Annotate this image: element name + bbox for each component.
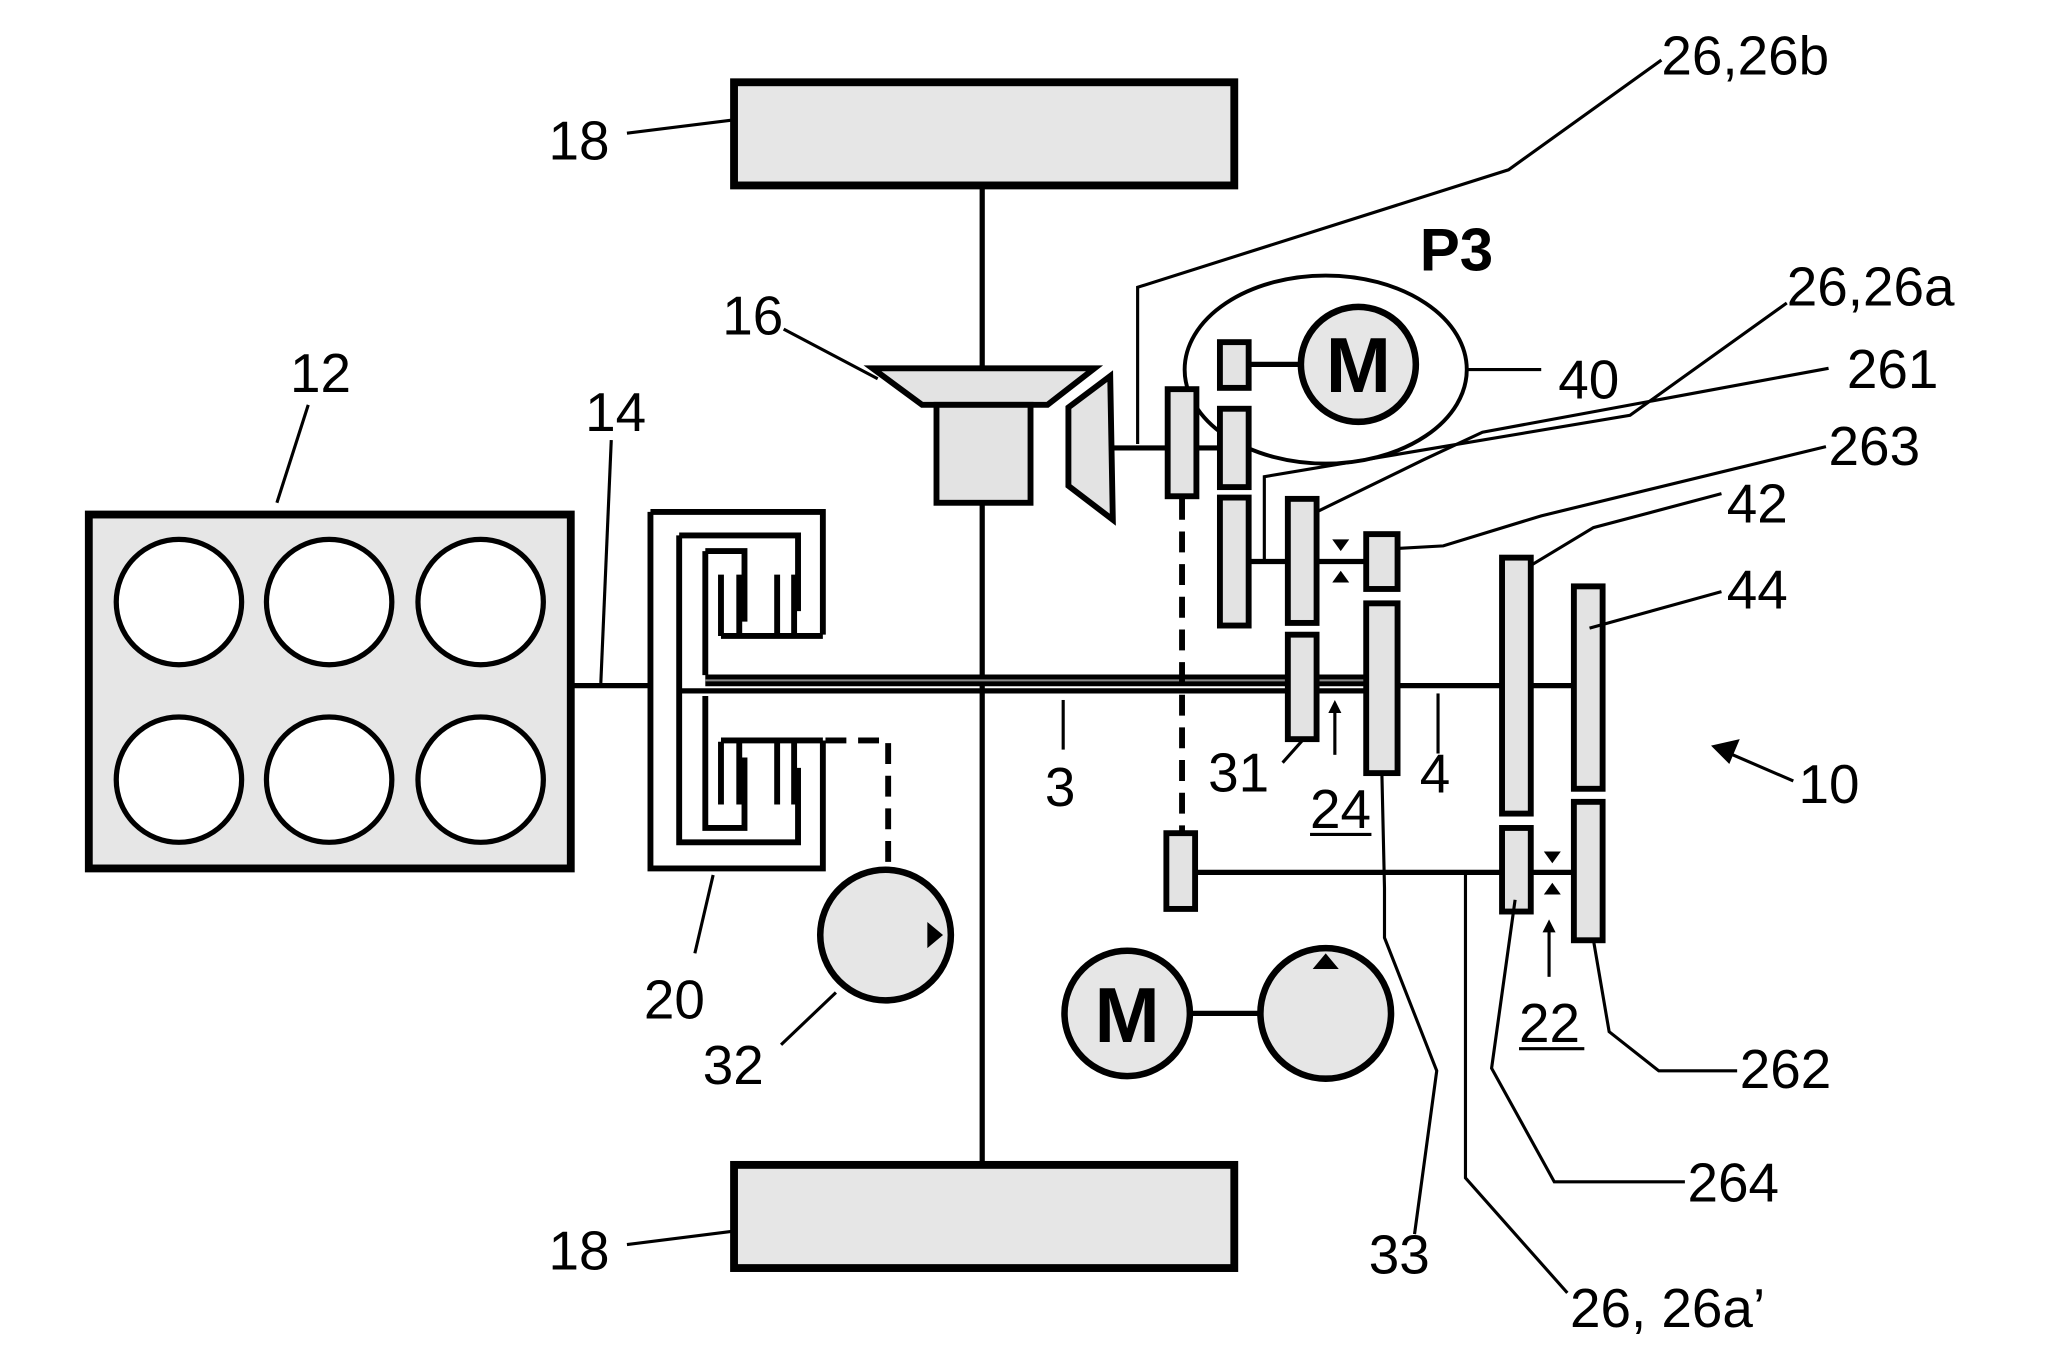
pump-32-control-line (825, 737, 892, 865)
motor-symbol: M (1095, 971, 1160, 1059)
label-26-26b: 26,26b (1661, 24, 1829, 86)
cylinder (263, 536, 395, 668)
label-261: 261 (1847, 338, 1939, 400)
arrow-icon (1711, 739, 1740, 764)
gear-26a-idler (1216, 494, 1252, 629)
cylinder (113, 714, 245, 845)
pump-32 (816, 866, 955, 1004)
pump-direction-icon (927, 921, 944, 949)
label-24: 24 (1310, 778, 1371, 840)
gear-motor-output (1216, 405, 1252, 491)
gear-31 (1284, 631, 1320, 743)
label-22: 22 (1519, 992, 1580, 1054)
label-44: 44 (1727, 559, 1788, 621)
dual-clutch (647, 508, 826, 872)
cylinder (263, 714, 395, 845)
label-26-26a: 26,26a (1787, 256, 1955, 318)
label-12: 12 (290, 342, 351, 404)
gear-42 (1499, 554, 1534, 817)
label-20: 20 (644, 969, 705, 1031)
label-14: 14 (585, 381, 646, 443)
label-10: 10 (1799, 753, 1860, 815)
gear-263 (1363, 531, 1401, 592)
motor-symbol: M (1326, 321, 1391, 409)
cylinder (415, 714, 546, 845)
label-18-top: 18 (549, 109, 610, 171)
label-26-26a-prime: 26, 26a’ (1570, 1277, 1765, 1339)
synchro-icon (1332, 570, 1350, 583)
gear-countershaft-end (1163, 830, 1199, 912)
label-42: 42 (1727, 472, 1788, 534)
synchro-icon (1543, 882, 1561, 895)
gear-33 (1363, 600, 1401, 777)
label-3: 3 (1045, 756, 1076, 818)
pinion-gear (1065, 370, 1116, 526)
cylinder (415, 536, 546, 668)
synchro-icon (1332, 539, 1350, 552)
label-p3: P3 (1420, 216, 1493, 283)
engine (84, 510, 575, 873)
label-18-bottom: 18 (549, 1219, 610, 1281)
wheel-top (730, 78, 1239, 190)
gear-44 (1570, 583, 1606, 792)
gear-262 (1570, 798, 1606, 944)
wheel-bottom (730, 1160, 1239, 1272)
pump-electric (1257, 944, 1395, 1082)
gear-264 (1499, 825, 1534, 915)
p3-motor-gear (1216, 339, 1252, 391)
label-16: 16 (722, 284, 783, 346)
label-4: 4 (1420, 743, 1451, 805)
differential (863, 365, 1116, 526)
gear-26b (1164, 386, 1200, 500)
gear-261 (1284, 495, 1320, 626)
label-263: 263 (1829, 415, 1921, 477)
label-40: 40 (1558, 348, 1619, 410)
ring-gear (863, 365, 1104, 408)
label-264: 264 (1688, 1151, 1780, 1213)
pump-direction-icon (1312, 953, 1339, 969)
leader-lines (275, 58, 1829, 1294)
synchro-icon (1543, 851, 1561, 864)
label-33: 33 (1369, 1223, 1430, 1285)
cylinder (113, 536, 245, 668)
p3-motor (1297, 303, 1420, 426)
label-31: 31 (1208, 741, 1269, 803)
label-262: 262 (1740, 1038, 1832, 1100)
diff-housing (933, 401, 1034, 506)
label-32: 32 (703, 1034, 764, 1096)
